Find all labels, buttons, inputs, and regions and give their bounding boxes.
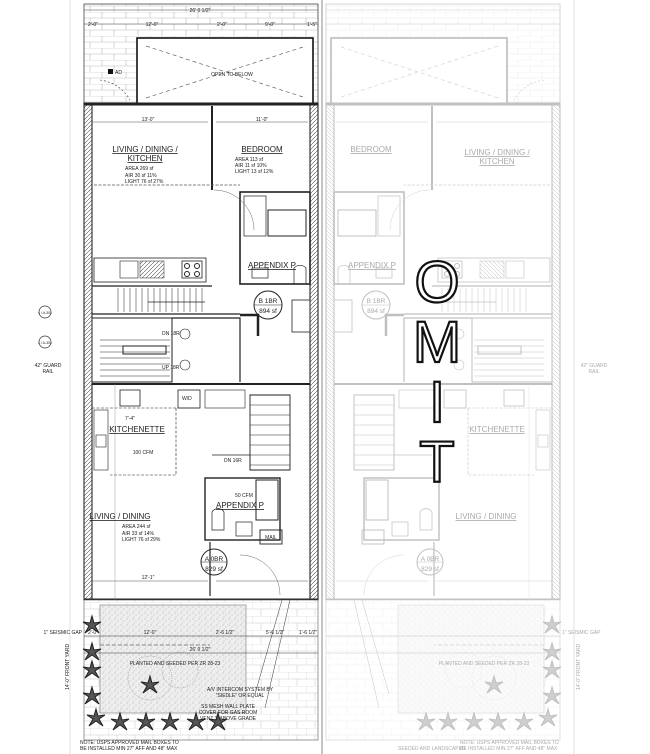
unit-area: 829 sf	[205, 566, 223, 573]
left-unit-labels: LIVING / DINING / KITCHEN AREA 269 sf AI…	[90, 145, 296, 573]
fan-label: 50 CFM	[235, 493, 253, 499]
dim: 7'-4"	[125, 416, 135, 422]
omit-letter: O	[414, 250, 459, 315]
room-title: KITCHENETTE	[109, 425, 165, 434]
unit-id: A 0BR	[205, 556, 224, 563]
room-title: APPENDIX P	[216, 501, 264, 510]
area-drain-label: AD	[115, 70, 122, 76]
omit-stamp: O M I T	[412, 249, 463, 496]
unit-area: 829 sf	[421, 566, 439, 573]
room-light: LIGHT 76 sf 27%	[125, 179, 164, 185]
dim: 1'-5"	[307, 22, 317, 28]
room-area: AREA 244 sf	[122, 524, 151, 530]
planted-note: PLANTED AND SEEDED PER ZR 28-23	[130, 661, 221, 667]
section-marker-icon	[38, 305, 52, 319]
room-area: AREA 269 sf	[125, 166, 154, 172]
dim: 2'-0"	[88, 630, 98, 636]
dimensions: 26' 0 1/2" 2'-0" 12'-0" 2'-0" 9'-0" 1'-5…	[88, 8, 317, 653]
fan-label: 100 CFM	[133, 450, 154, 456]
dim: 1'-6 1/2"	[299, 630, 318, 636]
unit-area: 894 sf	[259, 308, 277, 315]
dim: 12'-0"	[146, 22, 159, 28]
stair-label: UP 18R	[162, 365, 180, 371]
omit-letter: M	[413, 310, 461, 375]
unit-area: 894 sf	[367, 308, 385, 315]
plate-note: SS MESH WALL PLATE	[201, 704, 256, 710]
dim: 12'-1"	[142, 575, 155, 581]
overall-dim: 26' 0 1/2"	[190, 8, 211, 14]
planted-note: PLANTED AND SEEDED PER ZR 28-23	[439, 661, 530, 667]
mailbox-note: BE INSTALLED MIN 27" AFF AND 48" MAX	[80, 746, 178, 752]
mailbox-note: NOTE: USPS APPROVED MAIL BOXES TO	[80, 740, 179, 746]
dim: 11'-0"	[256, 117, 269, 123]
dim: 9'-0"	[265, 22, 275, 28]
stair-label: DN 18R	[162, 331, 180, 337]
room-title: LIVING / DINING	[90, 512, 151, 521]
dim: 13'-0"	[142, 117, 155, 123]
property-lines	[69, 0, 575, 754]
dim: 2'-0"	[88, 22, 98, 28]
room-title: KITCHENETTE	[469, 425, 525, 434]
room-air: AIR 11 sf 10%	[235, 163, 267, 169]
mailbox-note: BE INSTALLED MIN 27" AFF AND 48" MAX	[460, 746, 558, 752]
left-side-labels: 4 / A-301 1 / A-301 42" GUARD RAIL 1" SE…	[35, 305, 83, 690]
room-light: LIGHT 13 sf 12%	[235, 169, 274, 175]
right-unit-labels: BEDROOM LIVING / DINING / KITCHEN APPEND…	[348, 145, 608, 752]
room-title: LIVING / DINING /	[464, 148, 530, 157]
guard-rail-label: 42" GUARD	[35, 363, 62, 369]
omit-letter: I	[429, 370, 445, 435]
area-drain-icon	[108, 69, 113, 74]
unit-id: B 1BR	[259, 298, 278, 305]
unit-id: A 0BR	[421, 556, 440, 563]
appliance-label: W/D	[182, 396, 192, 402]
dim: 26' 0 1/2"	[190, 647, 211, 653]
dim: 5'-6 1/2"	[266, 630, 285, 636]
intercom-note: "SIEDLE" OR EQUAL	[216, 693, 265, 699]
seismic-gap-label: 1" SEISMIC GAP	[44, 630, 83, 636]
guard-rail-label: RAIL	[42, 369, 53, 375]
guard-rail-label: 42" GUARD	[581, 363, 608, 369]
section-ref: 1 / A-301	[38, 341, 52, 345]
room-air: AIR 30 sf 11%	[125, 173, 157, 179]
room-title: APPENDIX P	[348, 261, 396, 270]
seeded-note: SEEDED AND LANDSCAPED	[398, 746, 466, 752]
room-area: AREA 113 sf	[235, 157, 264, 163]
plate-note: VENT 3' ABOVE GRADE	[200, 716, 257, 722]
room-light: LIGHT 76 sf 29%	[122, 537, 161, 543]
front-yard-dim: 14'-0" FRONT YARD	[576, 644, 582, 690]
front-yard-labels: PLANTED AND SEEDED PER ZR 28-23 A/V INTE…	[80, 661, 466, 752]
section-ref: 4 / A-301	[38, 311, 52, 315]
omit-letter: T	[419, 430, 454, 495]
mail-label: MAIL	[265, 535, 277, 541]
mailbox-note: NOTE: USPS APPROVED MAIL BOXES TO	[460, 740, 559, 746]
room-title: LIVING / DINING	[456, 512, 517, 521]
seismic-gap-label: 1" SEISMIC GAP	[562, 630, 601, 636]
guard-rail-label: RAIL	[588, 369, 599, 375]
room-title: BEDROOM	[241, 145, 283, 154]
section-marker-icon	[38, 335, 52, 349]
room-title: APPENDIX P	[248, 261, 296, 270]
dim: 2'-6 1/2"	[216, 630, 235, 636]
intercom-note: A/V INTERCOM SYSTEM BY	[207, 687, 274, 693]
room-title: LIVING / DINING /	[112, 145, 178, 154]
room-title: KITCHEN	[127, 154, 162, 163]
dim: 2'-0"	[217, 22, 227, 28]
plate-note: COVER FOR GAS ROOM	[199, 710, 258, 716]
room-title: KITCHEN	[479, 157, 514, 166]
stair-label: DN 16R	[224, 458, 242, 464]
dim: 12'-0"	[144, 630, 157, 636]
room-air: AIR 33 sf 14%	[122, 531, 155, 537]
room-title: BEDROOM	[350, 145, 392, 154]
front-yard-dim: 14'-0" FRONT YARD	[65, 644, 71, 690]
unit-id: B 1BR	[367, 298, 386, 305]
open-to-below-label: OPEN TO BELOW	[211, 72, 253, 78]
